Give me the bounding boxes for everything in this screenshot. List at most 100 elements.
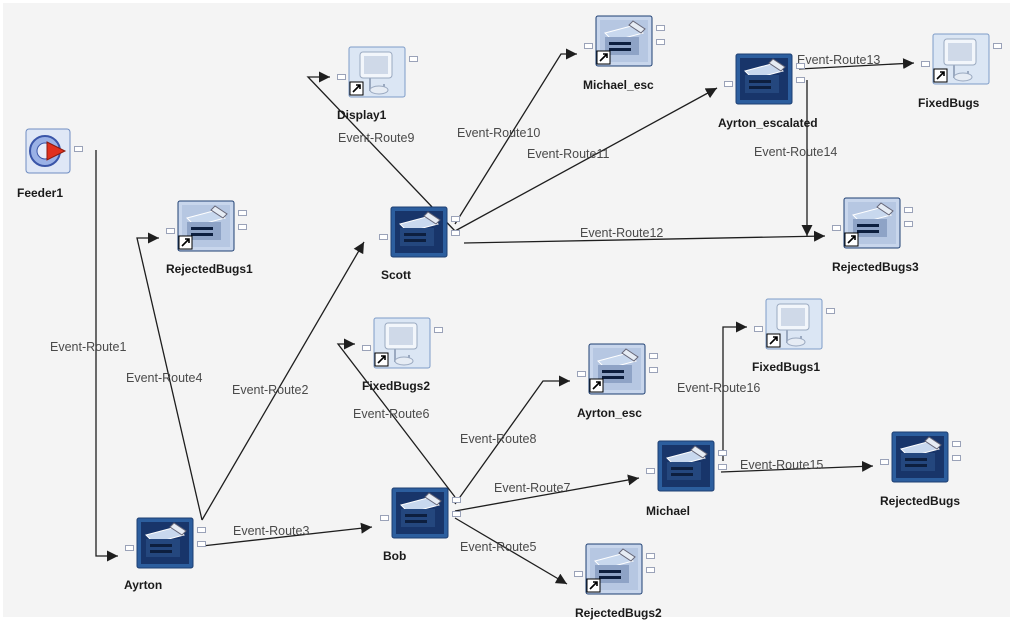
- input-port[interactable]: [921, 61, 930, 67]
- node-feeder1[interactable]: [25, 128, 83, 174]
- node-rejectedbugs[interactable]: [880, 431, 961, 483]
- node-label: Feeder1: [17, 186, 64, 200]
- input-port[interactable]: [379, 234, 388, 240]
- output-port[interactable]: [993, 43, 1002, 49]
- node-fixedbugs[interactable]: [921, 33, 1002, 85]
- node-label: RejectedBugs3: [832, 260, 919, 274]
- route-line-r8[interactable]: [454, 375, 570, 505]
- output-port[interactable]: [452, 497, 461, 503]
- output-port[interactable]: [904, 207, 913, 213]
- node-michael-esc[interactable]: [584, 15, 665, 67]
- processor-icon: [390, 206, 448, 258]
- node-ayrton-esc[interactable]: [577, 343, 658, 395]
- input-port[interactable]: [832, 225, 841, 231]
- input-port[interactable]: [724, 81, 733, 87]
- node-fixedbugs2[interactable]: [362, 317, 443, 369]
- node-rejectedbugs2[interactable]: [574, 543, 655, 595]
- output-port[interactable]: [646, 567, 655, 573]
- node-label: Scott: [381, 268, 411, 282]
- route-line-r16[interactable]: [722, 321, 747, 461]
- input-port[interactable]: [362, 345, 371, 351]
- node-rejectedbugs1[interactable]: [166, 200, 247, 252]
- output-port[interactable]: [904, 221, 913, 227]
- node-label: RejectedBugs: [880, 494, 961, 508]
- route-line-r5[interactable]: [454, 517, 568, 585]
- output-port[interactable]: [197, 527, 206, 533]
- output-port[interactable]: [826, 308, 835, 314]
- node-rejectedbugs3[interactable]: [832, 197, 913, 249]
- route-label: Event-Route4: [126, 371, 202, 385]
- node-michael[interactable]: [646, 440, 727, 492]
- route-line-r2[interactable]: [201, 241, 365, 521]
- canvas-background: [3, 3, 1010, 617]
- output-port[interactable]: [656, 25, 665, 31]
- output-port[interactable]: [796, 63, 805, 69]
- input-port[interactable]: [380, 515, 389, 521]
- route-line-r3[interactable]: [201, 522, 373, 547]
- route-line-r10[interactable]: [454, 48, 577, 225]
- route-line-r15[interactable]: [720, 460, 874, 473]
- output-port[interactable]: [451, 230, 460, 236]
- node-ayrton[interactable]: [125, 517, 206, 569]
- output-port[interactable]: [74, 146, 83, 152]
- output-port[interactable]: [649, 353, 658, 359]
- output-port[interactable]: [238, 224, 247, 230]
- input-port[interactable]: [584, 43, 593, 49]
- route-label: Event-Route11: [527, 147, 610, 161]
- route-line-r12[interactable]: [463, 230, 826, 244]
- route-line-r4[interactable]: [136, 232, 203, 521]
- output-port[interactable]: [451, 216, 460, 222]
- output-port[interactable]: [434, 327, 443, 333]
- input-port[interactable]: [337, 74, 346, 80]
- output-port[interactable]: [718, 464, 727, 470]
- route-label: Event-Route7: [494, 481, 570, 495]
- input-port[interactable]: [125, 545, 134, 551]
- node-label: RejectedBugs1: [166, 262, 253, 276]
- node-label: RejectedBugs2: [575, 606, 662, 620]
- node-display1[interactable]: [337, 46, 418, 98]
- route-line-r6[interactable]: [336, 338, 456, 498]
- output-port[interactable]: [197, 541, 206, 547]
- output-port[interactable]: [409, 56, 418, 62]
- output-port[interactable]: [238, 210, 247, 216]
- input-port[interactable]: [646, 468, 655, 474]
- node-bob[interactable]: [380, 487, 461, 539]
- node-fixedbugs1[interactable]: [754, 298, 835, 350]
- route-label: Event-Route2: [232, 383, 308, 397]
- output-port[interactable]: [952, 455, 961, 461]
- input-port[interactable]: [574, 571, 583, 577]
- feeder-icon: [25, 128, 71, 174]
- route-label: Event-Route16: [677, 381, 760, 395]
- input-port[interactable]: [166, 228, 175, 234]
- route-line-r9[interactable]: [306, 71, 456, 232]
- input-port[interactable]: [577, 371, 586, 377]
- route-line-r11[interactable]: [454, 87, 718, 232]
- output-port[interactable]: [718, 450, 727, 456]
- input-port[interactable]: [754, 326, 763, 332]
- node-label: Ayrton_esc: [577, 406, 642, 420]
- output-port[interactable]: [656, 39, 665, 45]
- route-label: Event-Route10: [457, 126, 540, 140]
- input-port[interactable]: [880, 459, 889, 465]
- route-label: Event-Route3: [233, 524, 309, 538]
- route-label: Event-Route13: [797, 53, 880, 67]
- output-port[interactable]: [646, 553, 655, 559]
- output-port[interactable]: [649, 367, 658, 373]
- node-label: Ayrton_escalated: [718, 116, 818, 130]
- node-label: FixedBugs: [918, 96, 980, 110]
- route-label: Event-Route1: [50, 340, 126, 354]
- node-ayrton-escalated[interactable]: [724, 53, 805, 105]
- route-line-r1[interactable]: [95, 150, 118, 562]
- route-label: Event-Route6: [353, 407, 429, 421]
- processor-icon: [177, 200, 235, 252]
- route-line-r7[interactable]: [454, 474, 640, 512]
- output-port[interactable]: [952, 441, 961, 447]
- node-scott[interactable]: [379, 206, 460, 258]
- processor-icon: [585, 543, 643, 595]
- output-port[interactable]: [796, 77, 805, 83]
- output-port[interactable]: [452, 511, 461, 517]
- route-line-r13[interactable]: [798, 58, 915, 70]
- node-label: Michael_esc: [583, 78, 654, 92]
